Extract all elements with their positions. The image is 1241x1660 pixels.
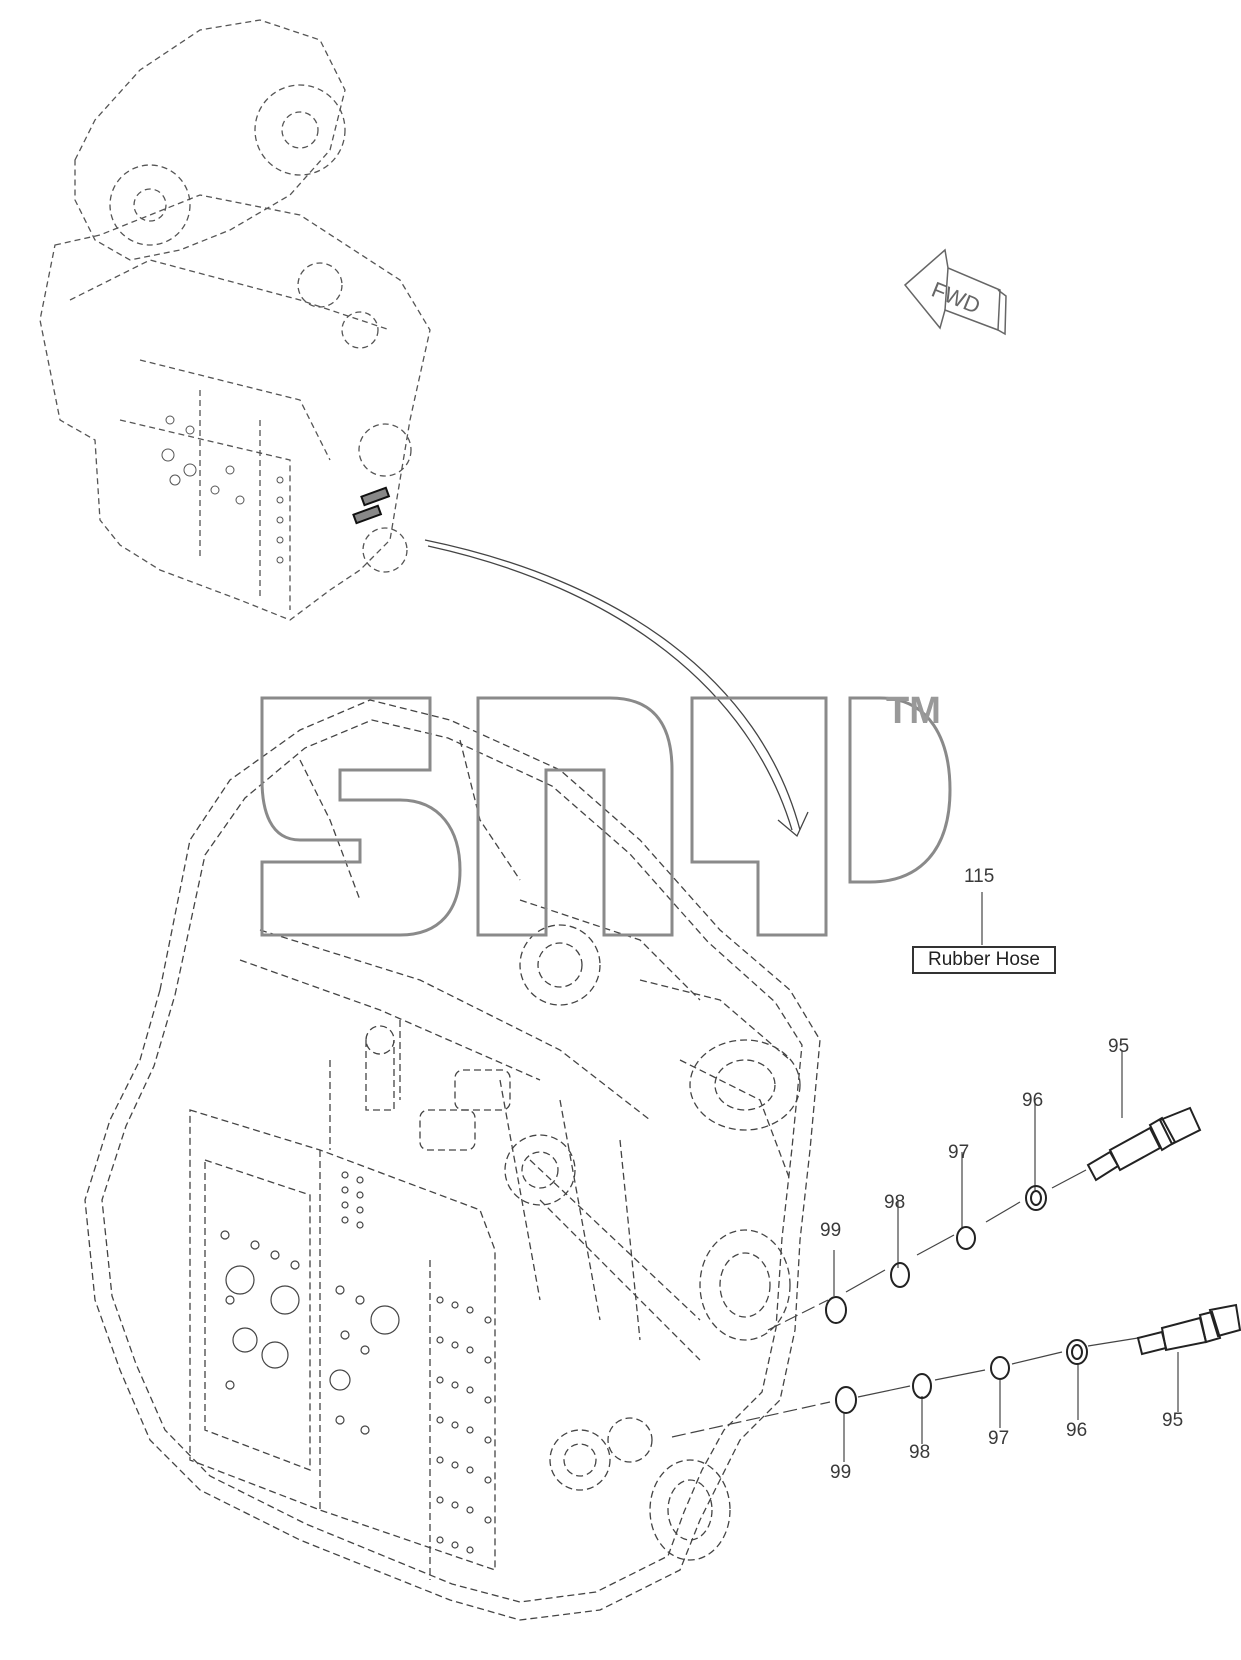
- upper-oring-99: [825, 1296, 847, 1324]
- front-plate-holes: [220, 1171, 492, 1554]
- overview-transmission-drawing: [39, 19, 431, 621]
- overview-fittings-highlight: [352, 486, 391, 525]
- upper-oring-97: [956, 1226, 976, 1250]
- lower-fitting-95: [1136, 1303, 1241, 1356]
- upper-callout-97: 97: [948, 1142, 970, 1163]
- lower-oring-99: [835, 1386, 857, 1414]
- lower-callout-95: 95: [1162, 1410, 1184, 1431]
- lower-callout-97: 97: [988, 1428, 1010, 1449]
- fwd-direction-arrow: [903, 248, 1007, 336]
- lower-callout-99: 99: [830, 1462, 852, 1483]
- lower-callout-98: 98: [909, 1442, 931, 1463]
- lower-chain-leader: [671, 1337, 1179, 1462]
- upper-fitting-95: [1086, 1106, 1202, 1182]
- callout-115-number: 115: [964, 866, 995, 887]
- upper-oring-98: [890, 1262, 910, 1288]
- upper-callout-98: 98: [884, 1192, 906, 1213]
- upper-callout-99: 99: [820, 1220, 842, 1241]
- callout-115-label: Rubber Hose: [912, 946, 1056, 974]
- lower-oring-97: [990, 1356, 1010, 1380]
- upper-callout-95: 95: [1108, 1036, 1130, 1057]
- lower-washer-96: [1066, 1339, 1088, 1365]
- upper-chain-parts: [825, 1106, 1202, 1324]
- upper-chain-leader: [767, 1050, 1123, 1331]
- upper-callout-96: 96: [1022, 1090, 1044, 1111]
- overview-bolt-holes: [161, 415, 284, 564]
- upper-washer-96: [1025, 1185, 1047, 1211]
- watermark-tm: TM: [886, 690, 941, 732]
- lower-callout-96: 96: [1066, 1420, 1088, 1441]
- lower-oring-98: [912, 1373, 932, 1399]
- main-valve-housing-drawing: [84, 699, 821, 1621]
- fwd-label: FWD: [928, 277, 984, 319]
- watermark-logo: [260, 696, 952, 937]
- lower-chain-parts: [835, 1303, 1241, 1414]
- detail-pointer-arrow: [424, 539, 809, 838]
